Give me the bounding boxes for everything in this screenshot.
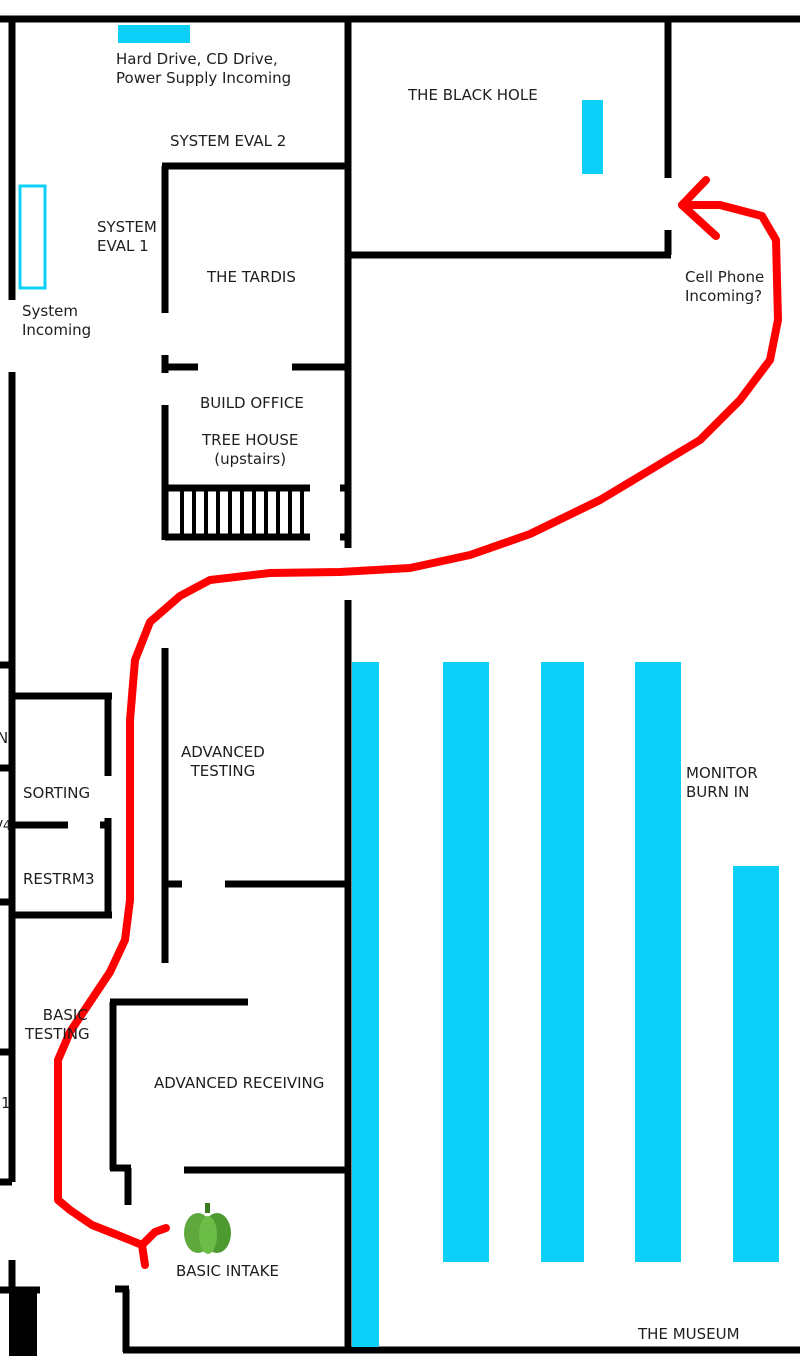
exit-block [9,1290,37,1356]
label-line: (upstairs) [214,450,287,468]
label-line: TESTING [25,1025,90,1043]
burn-in-rack-2 [541,662,584,1262]
label-hd-incoming: Hard Drive, CD Drive,Power Supply Incomi… [116,50,291,88]
black-hole-shelf [582,100,603,174]
label-line: SYSTEM [97,218,157,236]
label-advanced-receiving: ADVANCED RECEIVING [154,1074,325,1092]
system-incoming-shelf [18,184,47,290]
label-black-hole: THE BLACK HOLE [408,86,538,104]
route-arrowhead [678,176,720,240]
label-tardis: THE TARDIS [207,268,296,286]
route-branch [138,1224,170,1249]
museum-shelf [352,662,379,1347]
label-line: ADVANCED [181,743,265,761]
label-line: TESTING [190,762,256,780]
label-tree-house: TREE HOUSE(upstairs) [202,431,298,469]
label-edge-1: 1 [1,1094,11,1112]
label-line: TREE HOUSE [202,431,299,449]
label-line: Incoming? [685,287,763,305]
label-restrm3: RESTRM3 [23,870,95,888]
label-basic-intake: BASIC INTAKE [176,1262,279,1280]
label-line: EVAL 1 [97,237,149,255]
walls [0,15,800,1354]
label-line: Hard Drive, CD Drive, [116,50,278,68]
route-arrow [54,176,782,1269]
staircase [180,488,304,537]
burn-in-rack-1 [443,662,489,1262]
label-museum: THE MUSEUM [638,1325,740,1343]
hd-shelf [118,25,190,43]
pepper-icon [184,1203,231,1254]
label-line: Power Supply Incoming [116,69,292,87]
label-line: BASIC [42,1006,88,1024]
label-edge-v4: V4 [0,819,12,834]
label-line: Cell Phone [685,268,765,286]
label-build-office: BUILD OFFICE [200,394,304,412]
label-line: Incoming [22,321,92,339]
burn-in-rack-4 [733,866,779,1262]
label-line: MONITOR [686,764,758,782]
label-line: BURN IN [686,783,750,801]
burn-in-rack-3 [635,662,681,1262]
route-path [54,201,782,1269]
label-sorting: SORTING [23,784,91,802]
fixtures [18,25,779,1347]
label-line: System [22,302,78,320]
label-system-eval-2: SYSTEM EVAL 2 [170,132,287,150]
label-edge-n: N [0,729,9,747]
